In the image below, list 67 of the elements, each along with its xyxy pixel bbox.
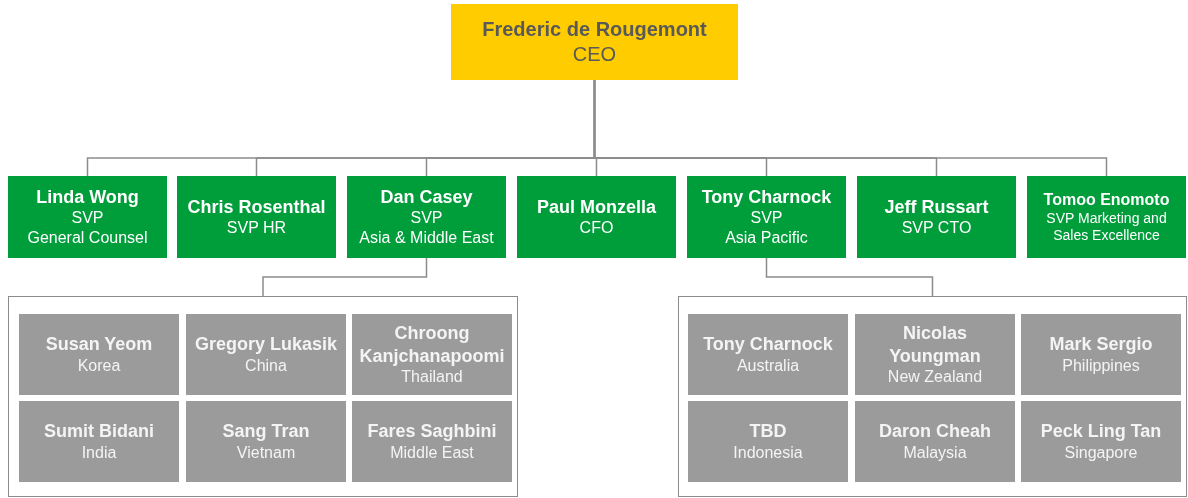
executive-box bbox=[8, 176, 167, 258]
job-title: SVP bbox=[750, 208, 783, 229]
connector-line bbox=[262, 257, 428, 297]
person-name: Sumit Bidani bbox=[44, 420, 154, 443]
executive-box bbox=[1027, 176, 1186, 258]
person-name: Tony Charnock bbox=[701, 185, 832, 209]
person-name: Gregory Lukasik bbox=[194, 333, 338, 356]
person-name: Nicolas Youngman bbox=[888, 322, 982, 367]
job-title: China bbox=[245, 355, 287, 376]
job-title: India bbox=[81, 442, 117, 463]
country-manager-box bbox=[19, 401, 179, 482]
job-title: CEO bbox=[572, 42, 617, 67]
person-name: Paul Monzella bbox=[537, 195, 656, 219]
country-manager-box bbox=[855, 401, 1015, 482]
country-manager-box bbox=[186, 314, 346, 395]
job-title: Malaysia bbox=[903, 442, 967, 463]
job-title: Philippines bbox=[1062, 355, 1140, 376]
person-name: Dan Casey bbox=[380, 185, 473, 209]
group-panel bbox=[678, 296, 1187, 497]
person-name: Peck Ling Tan bbox=[1040, 420, 1162, 443]
job-title: SVP bbox=[71, 208, 104, 229]
ceo-box bbox=[451, 4, 738, 80]
country-manager-box bbox=[352, 401, 512, 482]
person-name: Tony Charnock bbox=[703, 333, 833, 356]
person-name: Chroong Kanjchanapoomi bbox=[358, 322, 506, 367]
country-manager-box bbox=[855, 314, 1015, 395]
job-title: Singapore bbox=[1064, 442, 1138, 463]
executive-box bbox=[687, 176, 846, 258]
person-name: Susan Yeom bbox=[45, 333, 153, 356]
job-title: Indonesia bbox=[733, 442, 803, 463]
executive-box bbox=[857, 176, 1016, 258]
job-title: New Zealand bbox=[887, 367, 983, 387]
job-title: Asia Pacific bbox=[725, 228, 808, 249]
executive-box bbox=[347, 176, 506, 258]
person-name: Jeff Russart bbox=[884, 195, 989, 219]
person-name: Frederic de Rougemont bbox=[482, 17, 707, 42]
job-title: Middle East bbox=[390, 442, 474, 463]
country-manager-box bbox=[688, 314, 848, 395]
job-title: SVP bbox=[410, 208, 443, 229]
executive-box bbox=[177, 176, 336, 258]
person-name: TBD bbox=[749, 420, 787, 443]
job-title: CFO bbox=[579, 218, 614, 239]
group-panel bbox=[8, 296, 518, 497]
job-title: Australia bbox=[736, 355, 800, 376]
job-title: Thailand bbox=[401, 367, 463, 387]
person-name: Daron Cheah bbox=[879, 420, 991, 443]
person-name: Linda Wong bbox=[36, 185, 139, 209]
person-name: Chris Rosenthal bbox=[187, 195, 326, 219]
person-name: Fares Saghbini bbox=[367, 420, 497, 443]
country-manager-box bbox=[1021, 401, 1181, 482]
person-name: Mark Sergio bbox=[1049, 333, 1153, 356]
country-manager-box bbox=[19, 314, 179, 395]
person-name: Tomoo Enomoto bbox=[1043, 189, 1170, 210]
country-manager-box bbox=[186, 401, 346, 482]
connector-line bbox=[765, 257, 934, 297]
country-manager-box bbox=[1021, 314, 1181, 395]
job-title: Asia & Middle East bbox=[359, 228, 494, 249]
job-title: Korea bbox=[77, 355, 121, 376]
executive-box bbox=[517, 176, 676, 258]
job-title: SVP CTO bbox=[901, 218, 972, 239]
job-title: SVP Marketing and Sales Excellence bbox=[1045, 209, 1168, 245]
job-title: Vietnam bbox=[236, 442, 296, 463]
job-title: General Counsel bbox=[27, 228, 148, 249]
person-name: Sang Tran bbox=[222, 420, 310, 443]
country-manager-box bbox=[688, 401, 848, 482]
job-title: SVP HR bbox=[226, 218, 287, 239]
country-manager-box bbox=[352, 314, 512, 395]
